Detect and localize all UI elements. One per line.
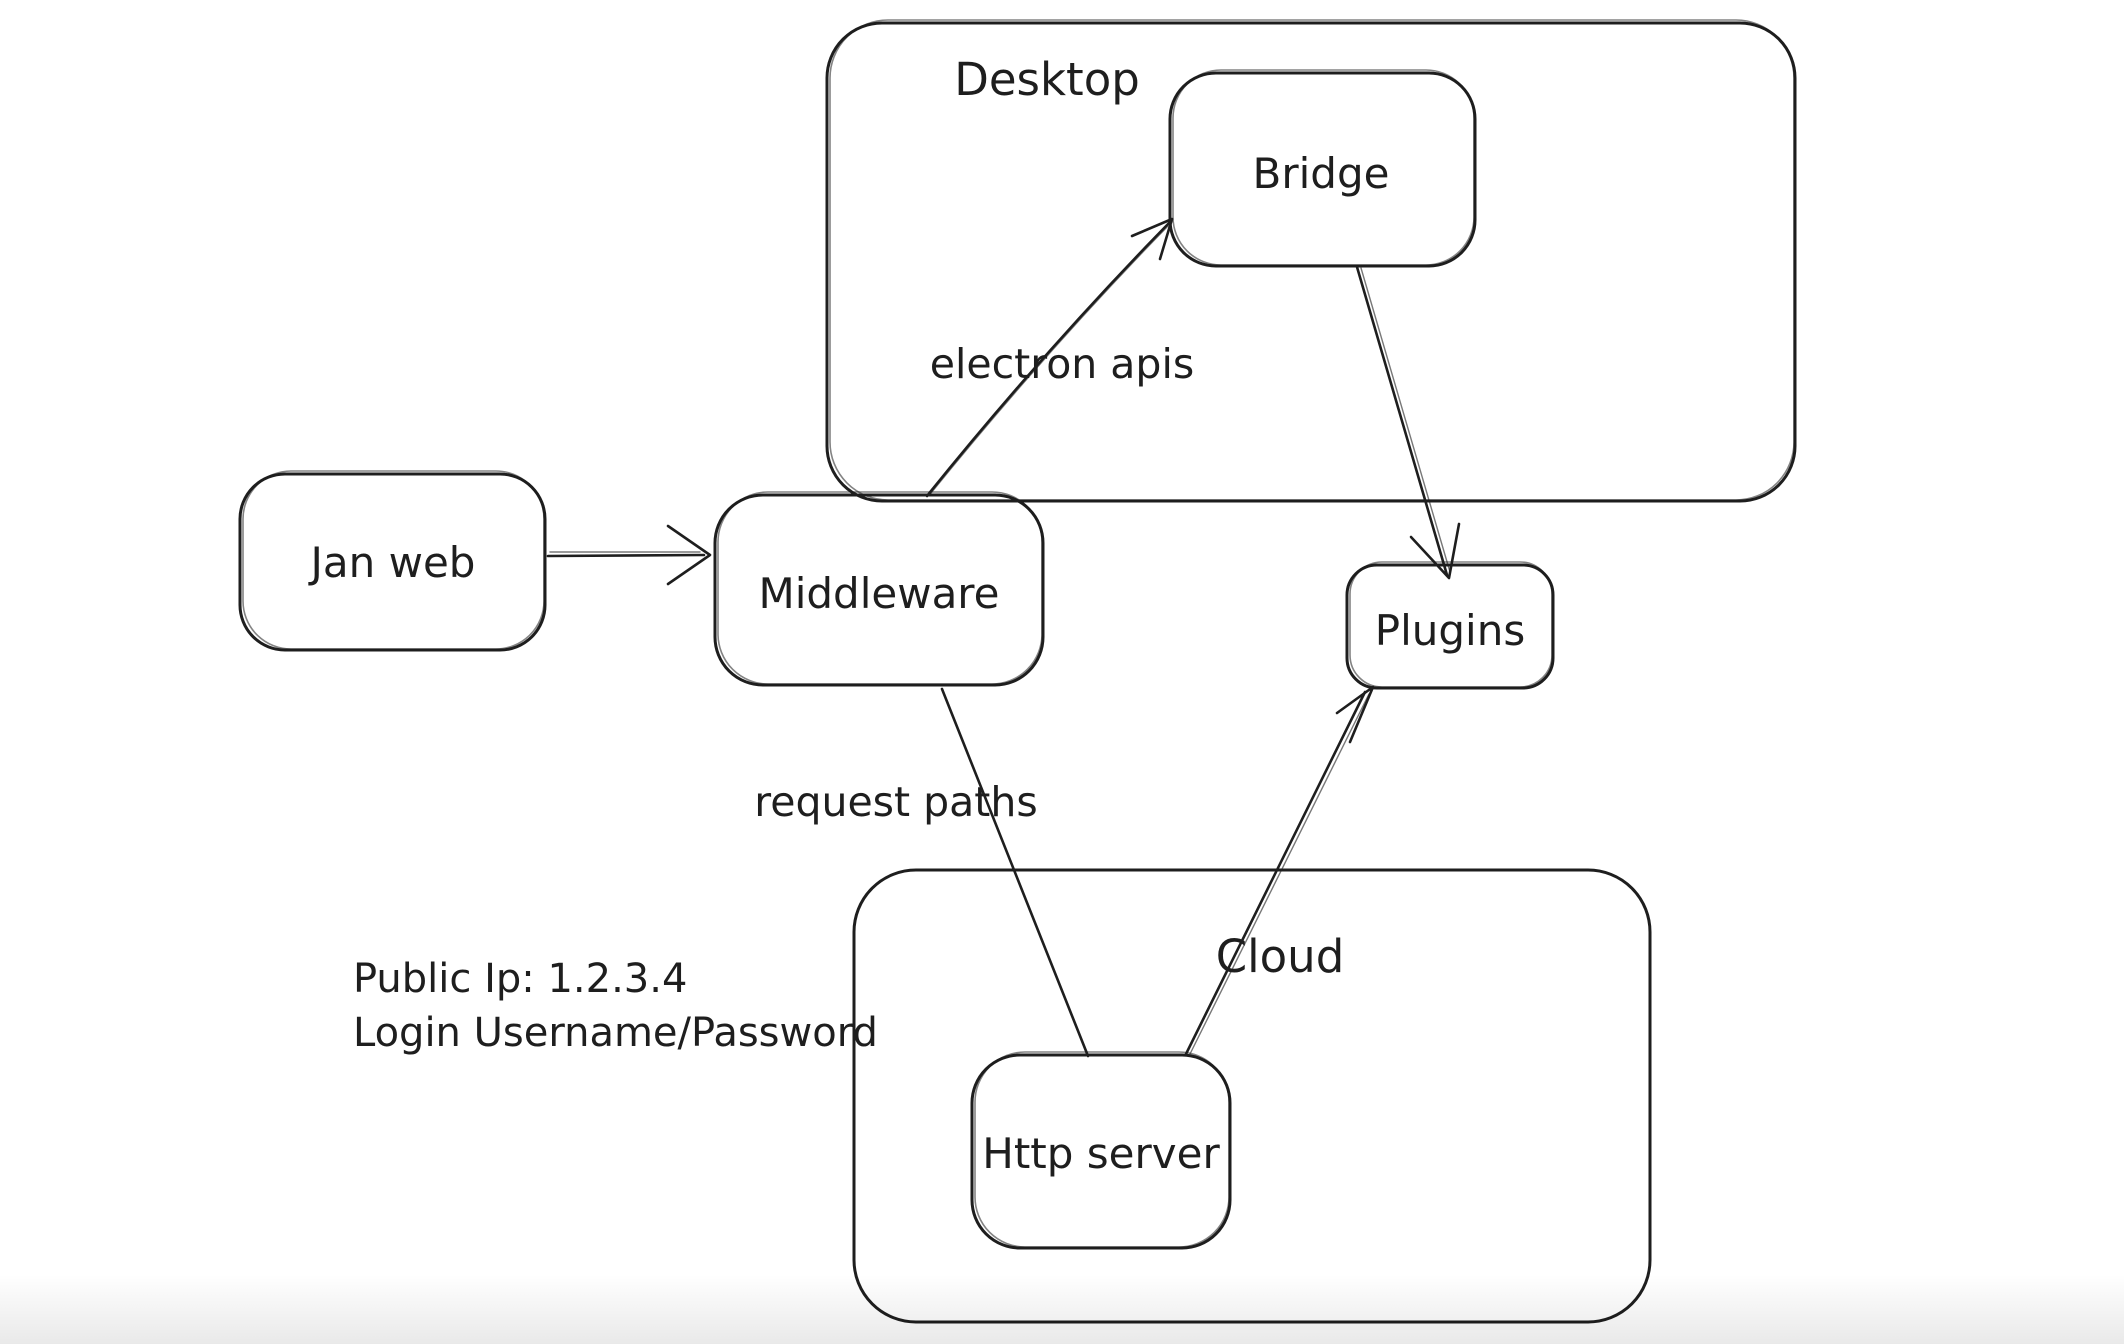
line-middleware-to-http-server-shaft <box>940 687 1090 1058</box>
annotation-credentials[interactable]: Public Ip: 1.2.3.4 Login Username/Passwo… <box>353 956 878 1056</box>
jan-web-box-sketch <box>242 470 545 650</box>
arrow-middleware-to-bridge[interactable]: electron apis <box>925 217 1194 498</box>
jan-web-box <box>238 472 547 652</box>
desktop-container-label: Desktop <box>954 53 1140 106</box>
arrow-middleware-to-bridge-shaft <box>925 220 1172 498</box>
cloud-container-label: Cloud <box>1216 930 1345 983</box>
bridge-node[interactable]: Bridge <box>1168 69 1477 268</box>
arrow-bridge-to-plugins[interactable] <box>1355 265 1461 580</box>
cloud-container[interactable]: Cloud <box>852 868 1652 1324</box>
annotation-public-ip: Public Ip: 1.2.3.4 <box>353 956 687 1002</box>
edge-label-electron-apis: electron apis <box>930 340 1194 388</box>
middleware-node[interactable]: Middleware <box>713 491 1045 687</box>
jan-web-label: Jan web <box>308 538 476 587</box>
arrow-http-server-to-plugins[interactable] <box>1184 685 1375 1056</box>
arrow-middleware-to-bridge-shaft-sketch <box>930 225 1169 494</box>
plugins-label: Plugins <box>1375 606 1525 655</box>
arrow-http-server-to-plugins-arrowhead <box>1335 685 1375 744</box>
bridge-label: Bridge <box>1253 149 1390 198</box>
arrow-bridge-to-plugins-shaft-sketch <box>1360 267 1451 573</box>
http-server-label: Http server <box>982 1129 1220 1178</box>
bridge-box <box>1168 71 1477 268</box>
line-middleware-to-http-server[interactable]: request paths <box>754 687 1090 1058</box>
middleware-box <box>713 493 1045 687</box>
arrow-bridge-to-plugins-arrowhead <box>1409 522 1461 580</box>
desktop-container-box-sketch <box>829 19 1795 501</box>
annotation-login: Login Username/Password <box>353 1010 878 1056</box>
jan-web-node[interactable]: Jan web <box>238 470 547 652</box>
arrow-bridge-to-plugins-shaft <box>1355 265 1449 577</box>
http-server-box-sketch <box>974 1051 1230 1248</box>
arrow-http-server-to-plugins-shaft <box>1184 690 1367 1056</box>
http-server-box <box>970 1053 1232 1250</box>
arrow-jan-web-to-middleware-shaft <box>546 553 706 558</box>
middleware-label: Middleware <box>758 569 999 618</box>
http-server-node[interactable]: Http server <box>970 1051 1232 1250</box>
arrow-middleware-to-bridge-arrowhead <box>1130 217 1174 261</box>
edge-label-request-paths: request paths <box>754 778 1037 826</box>
middleware-box-sketch <box>717 491 1043 685</box>
desktop-container-box <box>825 21 1797 503</box>
bridge-box-sketch <box>1172 69 1475 266</box>
plugins-node[interactable]: Plugins <box>1345 561 1555 690</box>
arrow-jan-web-to-middleware-arrowhead <box>666 524 712 586</box>
cloud-container-box <box>852 868 1652 1324</box>
desktop-container[interactable]: Desktop <box>825 19 1797 503</box>
plugins-box <box>1345 563 1555 690</box>
arrow-jan-web-to-middleware[interactable] <box>546 524 712 586</box>
arrow-http-server-to-plugins-shaft-sketch <box>1189 693 1370 1055</box>
